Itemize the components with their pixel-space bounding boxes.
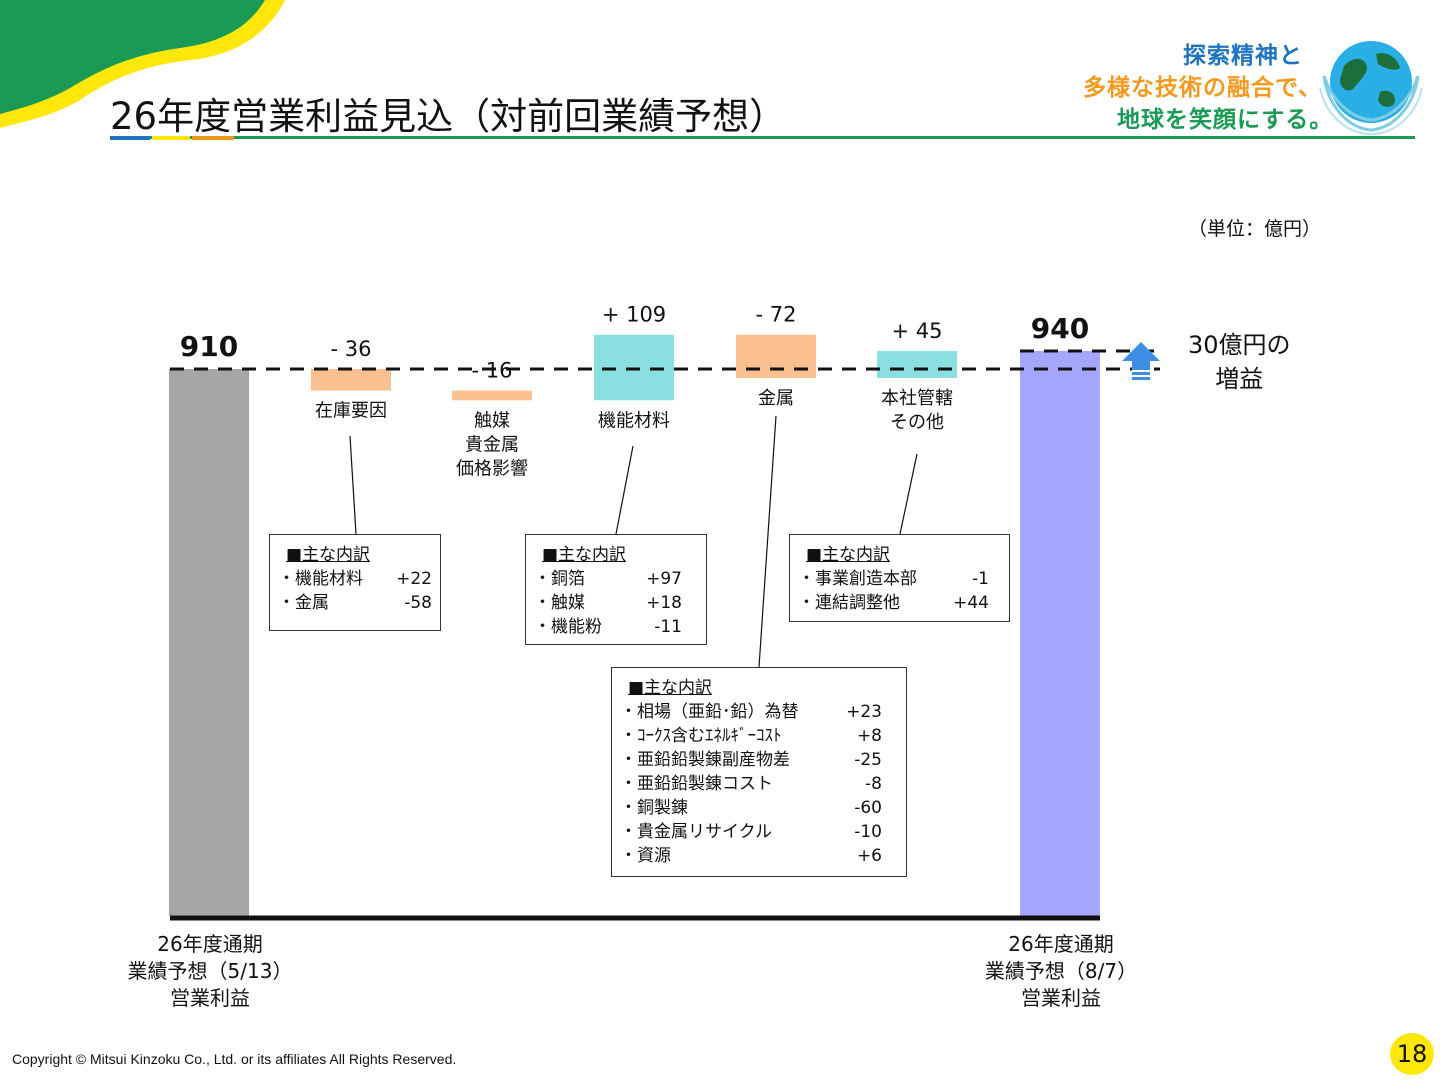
end-label-line-1: 26年度通期 bbox=[1008, 932, 1114, 956]
bar-step-2 bbox=[594, 334, 674, 401]
end-bar-label: 26年度通期 業績予想（8/7） 営業利益 bbox=[956, 931, 1166, 1012]
unit-label: （単位：億円） bbox=[1188, 218, 1322, 240]
category-label-3-0: 金属 bbox=[758, 388, 794, 409]
corner-decoration bbox=[0, 0, 285, 128]
value-label-start: 910 bbox=[180, 330, 238, 363]
breakdown-row: ・亜鉛鉛製錬副産物差-25 bbox=[620, 750, 882, 770]
page-title: 26年度営業利益見込（対前回業績予想） bbox=[110, 95, 787, 138]
breakdown-header: ■主な内訳 bbox=[806, 545, 891, 565]
copyright-text: Copyright © Mitsui Kinzoku Co., Ltd. or … bbox=[12, 1051, 457, 1067]
bar-step-3 bbox=[736, 334, 816, 379]
breakdown-row: ・機能粉-11 bbox=[534, 617, 682, 637]
bar-step-4 bbox=[877, 350, 957, 379]
slogan-line-3: 地球を笑顔にする。 bbox=[1117, 107, 1334, 133]
delta-label-2: + 109 bbox=[602, 303, 666, 327]
bar-step-0 bbox=[311, 369, 391, 391]
breakdown-box-functional-materials: ■主な内訳 ・銅箔+97 ・触媒+18 ・機能粉-11 bbox=[525, 534, 707, 645]
delta-label-0: - 36 bbox=[331, 337, 372, 361]
bar-end bbox=[1020, 350, 1100, 916]
category-label-1-2: 価格影響 bbox=[456, 458, 528, 479]
breakdown-row: ・銅箔+97 bbox=[534, 569, 682, 589]
breakdown-header: ■主な内訳 bbox=[628, 678, 713, 698]
delta-label-4: + 45 bbox=[892, 319, 943, 343]
breakdown-row: ・貴金属リサイクル-10 bbox=[620, 822, 882, 842]
category-label-4-1: その他 bbox=[890, 412, 944, 433]
up-arrow-icon bbox=[1122, 342, 1160, 380]
globe-logo-icon bbox=[1319, 41, 1423, 136]
breakdown-box-headquarters: ■主な内訳 ・事業創造本部-1 ・連結調整他+44 bbox=[789, 534, 1010, 622]
increase-note-line-2: 増益 bbox=[1215, 365, 1264, 393]
end-label-line-2: 業績予想（8/7） bbox=[984, 959, 1138, 983]
title-underline-orange bbox=[192, 136, 234, 140]
breakdown-row: ・事業創造本部-1 bbox=[798, 569, 989, 589]
category-label-0-0: 在庫要因 bbox=[315, 401, 387, 422]
breakdown-row: ・亜鉛鉛製錬コスト-8 bbox=[620, 774, 882, 794]
slogan-line-1: 探索精神と bbox=[1183, 43, 1303, 69]
increase-note: 30億円の 増益 bbox=[1188, 328, 1291, 396]
breakdown-row: ・相場（亜鉛･鉛）為替+23 bbox=[620, 702, 882, 722]
start-label-line-2: 業績予想（5/13） bbox=[127, 959, 293, 983]
callout-connector-2 bbox=[758, 415, 777, 668]
category-label-4-0: 本社管轄 bbox=[881, 388, 953, 409]
callout-connector-3 bbox=[899, 453, 918, 535]
increase-note-line-1: 30億円の bbox=[1188, 331, 1291, 359]
callout-connector-1 bbox=[615, 445, 634, 535]
slogan-line-2: 多様な技術の融合で、 bbox=[1083, 75, 1323, 101]
category-label-1-0: 触媒 bbox=[474, 410, 510, 431]
breakdown-row: ・連結調整他+44 bbox=[798, 593, 989, 613]
title-underline-blue bbox=[110, 136, 150, 140]
end-label-line-3: 営業利益 bbox=[1021, 986, 1101, 1010]
callout-connector-0 bbox=[349, 435, 357, 535]
start-label-line-1: 26年度通期 bbox=[157, 932, 263, 956]
bar-step-1 bbox=[452, 390, 532, 401]
delta-label-3: - 72 bbox=[756, 303, 797, 327]
breakdown-header: ■主な内訳 bbox=[286, 545, 371, 565]
title-underline-yellow bbox=[152, 136, 190, 140]
delta-label-1: - 16 bbox=[472, 359, 513, 383]
breakdown-row: ・資源+6 bbox=[620, 846, 882, 866]
breakdown-row: ・金属-58 bbox=[278, 593, 432, 613]
callout-connectors bbox=[349, 415, 918, 668]
start-label-line-3: 営業利益 bbox=[170, 986, 250, 1010]
breakdown-row: ・触媒+18 bbox=[534, 593, 682, 613]
breakdown-row: ・機能材料+22 bbox=[278, 569, 432, 589]
title-underline bbox=[110, 136, 1415, 139]
bar-start bbox=[169, 369, 249, 916]
category-label-2-0: 機能材料 bbox=[598, 410, 670, 431]
category-label-1-1: 貴金属 bbox=[465, 434, 519, 455]
breakdown-row: ・ｺｰｸｽ含むｴﾈﾙｷﾞｰｺｽﾄ+8 bbox=[620, 726, 882, 746]
breakdown-row: ・銅製錬-60 bbox=[620, 798, 882, 818]
start-bar-label: 26年度通期 業績予想（5/13） 営業利益 bbox=[110, 931, 310, 1012]
breakdown-box-inventory: ■主な内訳 ・機能材料+22 ・金属-58 bbox=[269, 534, 441, 631]
breakdown-header: ■主な内訳 bbox=[542, 545, 627, 565]
chart-bars bbox=[169, 334, 1100, 916]
page-number: 18 bbox=[1390, 1033, 1434, 1075]
value-label-end: 940 bbox=[1031, 312, 1089, 345]
breakdown-box-metals: ■主な内訳 ・相場（亜鉛･鉛）為替+23 ・ｺｰｸｽ含むｴﾈﾙｷﾞｰｺｽﾄ+8 … bbox=[611, 667, 907, 877]
